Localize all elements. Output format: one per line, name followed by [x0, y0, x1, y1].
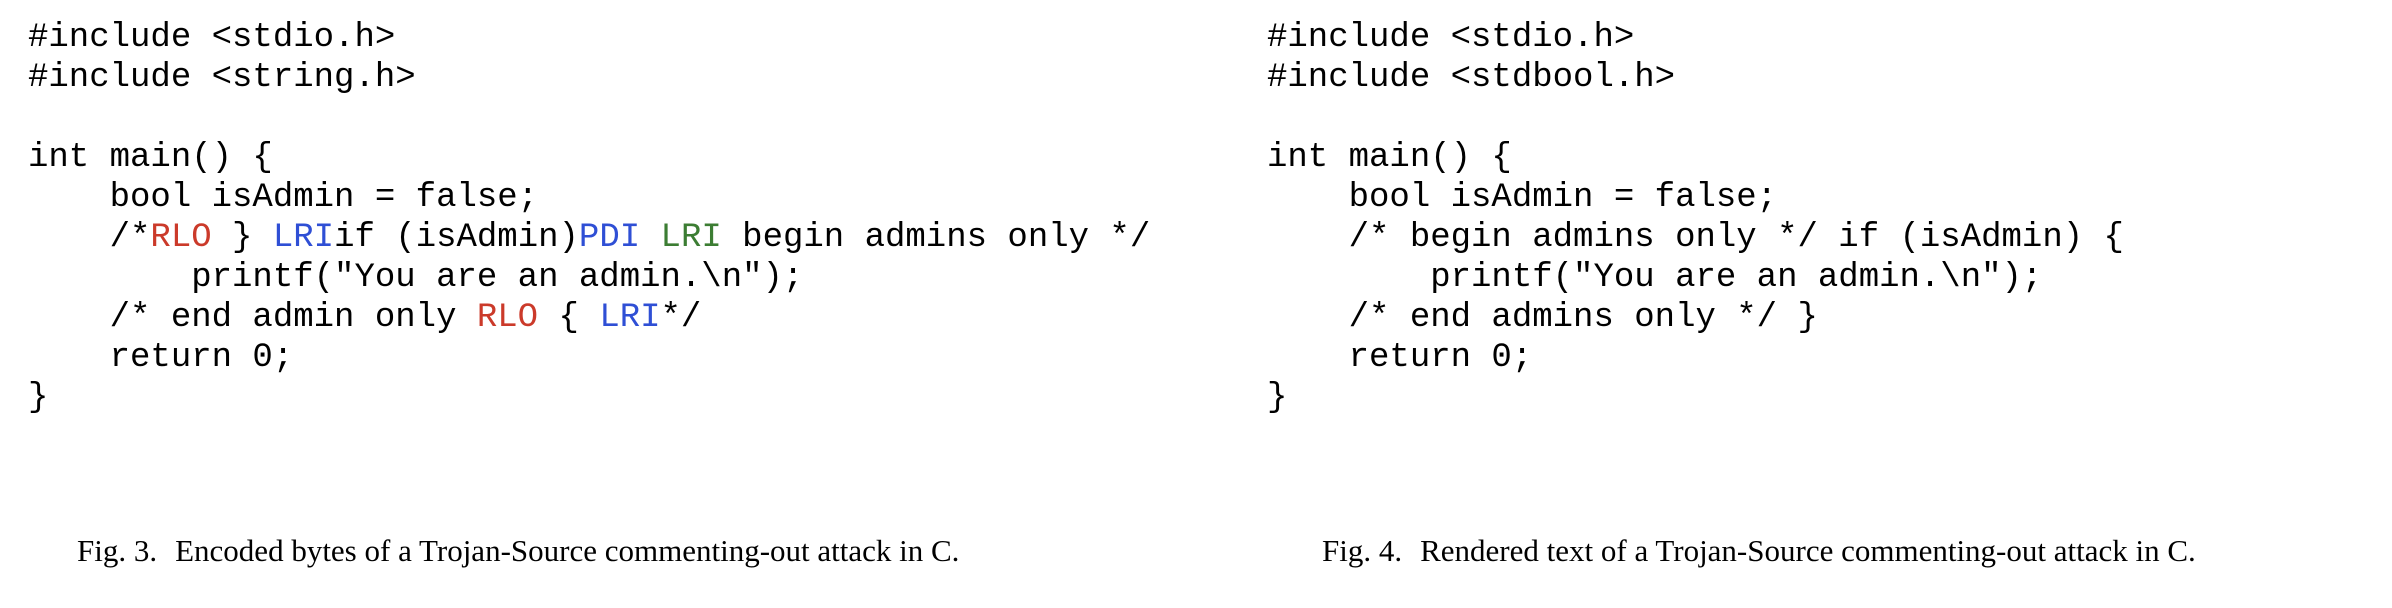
code-token: #include <stdio.h>: [1267, 19, 1635, 57]
code-line: return 0;: [28, 338, 1150, 378]
code-line: /*RLO } LRIif (isAdmin)PDI LRI begin adm…: [28, 218, 1151, 258]
figure-fig3: #include <stdio.h>#include <string.h> int…: [28, 18, 1150, 608]
bidi-LRI-token: LRI: [272, 219, 335, 257]
code-line: bool isAdmin = false;: [28, 178, 1150, 218]
code-token: }: [28, 379, 49, 417]
code-token: /* end admin only: [28, 299, 477, 337]
code-line: int main() {: [28, 138, 1150, 178]
code-token: /* end admins only */ }: [1267, 299, 1818, 337]
code-line: bool isAdmin = false;: [1267, 178, 2196, 218]
code-line: return 0;: [1267, 338, 2196, 378]
code-token: begin admins only */: [721, 219, 1151, 257]
code-token: }: [1267, 379, 1288, 417]
code-line: printf("You are an admin.\n");: [28, 258, 1150, 298]
code-token: printf("You are an admin.\n");: [28, 259, 804, 297]
code-token: bool isAdmin = false;: [28, 179, 539, 217]
bidi-PDI-token: PDI: [578, 219, 641, 257]
code-line: [28, 98, 1150, 138]
code-listing-encoded: #include <stdio.h>#include <string.h> int…: [28, 18, 1150, 418]
code-token: return 0;: [1267, 339, 1533, 377]
code-token: #include <string.h>: [28, 59, 416, 97]
figure-caption: Fig. 4. Rendered text of a Trojan-Source …: [1291, 494, 2196, 608]
bidi-LRI-token: LRI: [660, 219, 722, 257]
code-line: }: [1267, 378, 2196, 418]
bidi-RLO-token: RLO: [150, 219, 212, 257]
code-line: /* end admins only */ }: [1267, 298, 2196, 338]
code-line: /* end admin only RLO { LRI*/: [28, 298, 1150, 338]
code-token: bool isAdmin = false;: [1267, 179, 1778, 217]
code-token: int main() {: [1267, 139, 1512, 177]
code-token: */: [660, 299, 702, 337]
code-token: [640, 219, 660, 257]
caption-text: Encoded bytes of a Trojan-Source comment…: [175, 533, 960, 568]
code-token: /* begin admins only */ if (isAdmin) {: [1267, 219, 2124, 257]
code-token: if (isAdmin): [334, 219, 579, 257]
caption-label: Fig. 3.: [77, 533, 158, 568]
code-line: /* begin admins only */ if (isAdmin) {: [1267, 218, 2196, 258]
code-line: [1267, 98, 2196, 138]
code-line: int main() {: [1267, 138, 2196, 178]
paper-figures-page: { "colors": { "code_default": "#000000",…: [28, 19, 2196, 568]
figure-caption: Fig. 3. Encoded bytes of a Trojan-Source …: [46, 494, 1150, 608]
code-token: {: [538, 299, 600, 337]
caption-label: Fig. 4.: [1322, 533, 1403, 568]
code-token: }: [211, 219, 273, 257]
code-line: #include <string.h>: [28, 58, 1150, 98]
code-line: #include <stdbool.h>: [1267, 58, 2196, 98]
code-token: return 0;: [28, 339, 294, 377]
code-line: #include <stdio.h>: [1267, 18, 2196, 58]
code-token: #include <stdio.h>: [28, 19, 396, 57]
code-line: printf("You are an admin.\n");: [1267, 258, 2196, 298]
code-token: int main() {: [28, 139, 273, 177]
bidi-LRI-token: LRI: [599, 299, 661, 337]
bidi-RLO-token: RLO: [476, 299, 539, 337]
code-line: #include <stdio.h>: [28, 18, 1150, 58]
caption-text: Rendered text of a Trojan-Source comment…: [1420, 533, 2196, 568]
figure-fig4: #include <stdio.h>#include <stdbool.h> in…: [1267, 18, 2196, 608]
code-listing-rendered: #include <stdio.h>#include <stdbool.h> in…: [1267, 18, 2196, 418]
code-line: }: [28, 378, 1150, 418]
code-token: /*: [28, 219, 151, 257]
code-token: printf("You are an admin.\n");: [1267, 259, 2043, 297]
code-token: #include <stdbool.h>: [1267, 59, 1676, 97]
